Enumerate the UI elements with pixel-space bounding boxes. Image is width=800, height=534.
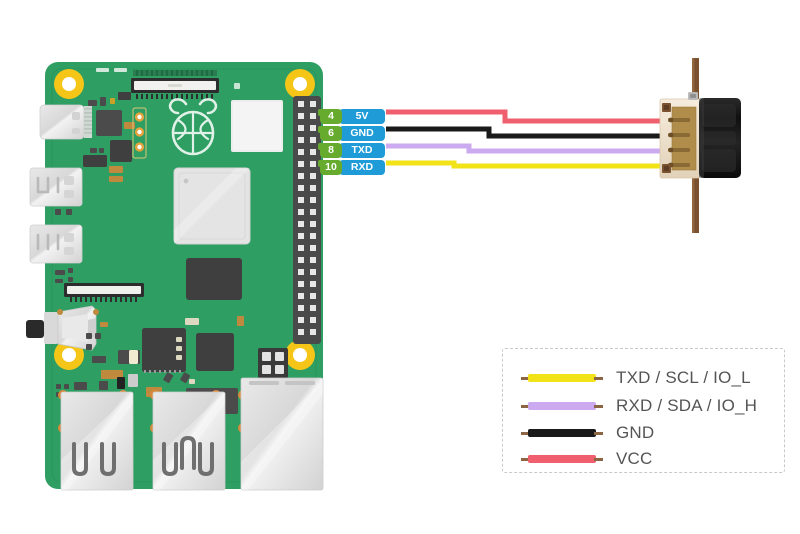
module-connector-pins [672,107,696,170]
pin-row-8[interactable]: 8 TXD [320,143,385,158]
wire-body [528,374,596,382]
usb-3-ports [152,391,226,491]
legend-item-txd: TXD / SCL / IO_L [521,367,751,389]
wire-tip-left [521,431,530,435]
wire-tip-right [594,431,603,435]
legend-swatch-vcc [521,448,603,470]
ethernet-phy-chip [196,333,234,371]
test-vias [132,107,147,159]
gpio-40-pin-header [293,96,321,344]
pin-name-badge: GND [339,126,385,141]
wire-rxd-path [386,143,672,154]
pmic-chip [96,110,122,136]
wire-tip-left [521,404,530,408]
pin-number-badge: 8 [320,143,342,158]
wire-color-legend: TXD / SCL / IO_L RXD / SDA / IO_H GND [502,348,785,473]
audio-jack [26,305,99,351]
usb-c-power-port [39,104,92,140]
wire-vcc-path [386,109,672,124]
legend-label-vcc: VCC [616,449,653,468]
raspberry-pi-logo [168,98,218,156]
csi-camera-connector [131,70,219,99]
wire-body [528,402,596,410]
legend-item-gnd: GND [521,422,654,444]
wire-tip-right [594,457,603,461]
usb-side-ports [29,167,83,264]
wire-tip-left [521,376,530,380]
pin-number-badge: 6 [320,126,342,141]
pin-row-10[interactable]: 10 RXD [320,160,385,175]
soc-chip [173,167,251,245]
legend-swatch-txd [521,367,603,389]
wire-txd-path [386,160,672,169]
module-lens-barrel [699,98,741,178]
legend-swatch-gnd [521,422,603,444]
dsi-display-connector [64,283,144,302]
legend-item-rxd: RXD / SDA / IO_H [521,395,757,417]
wire-tip-right [594,376,603,380]
legend-label-rxd: RXD / SDA / IO_H [616,396,758,415]
legend-label-txd: TXD / SCL / IO_L [616,368,751,387]
usb-2-ports [60,391,134,491]
pin-label-group: 4 5V 6 GND 8 TXD 10 RXD [320,105,390,175]
mounting-holes [54,69,315,370]
pin-name-badge: RXD [339,160,385,175]
legend-item-vcc: VCC [521,448,653,470]
legend-label-gnd: GND [616,423,655,442]
wire-harness [386,109,672,169]
wire-body [528,429,596,437]
pin-row-6[interactable]: 6 GND [320,126,385,141]
wire-tip-left [521,457,530,461]
legend-swatch-rxd [521,395,603,417]
wire-gnd-path [386,126,672,139]
usb-controller-chip [142,328,186,372]
pin-number-badge: 10 [320,160,342,175]
raspberry-pi-board [26,62,326,491]
serial-camera-sensor-module [659,58,741,233]
poe-header [258,348,288,378]
pin-name-badge: TXD [339,143,385,158]
ethernet-port [240,377,324,491]
wire-tip-right [594,404,603,408]
pin-number-badge: 4 [320,109,342,124]
pin-row-4[interactable]: 4 5V [320,109,385,124]
pin-name-badge: 5V [339,109,385,124]
ram-chip [186,258,242,300]
wire-body [528,455,596,463]
